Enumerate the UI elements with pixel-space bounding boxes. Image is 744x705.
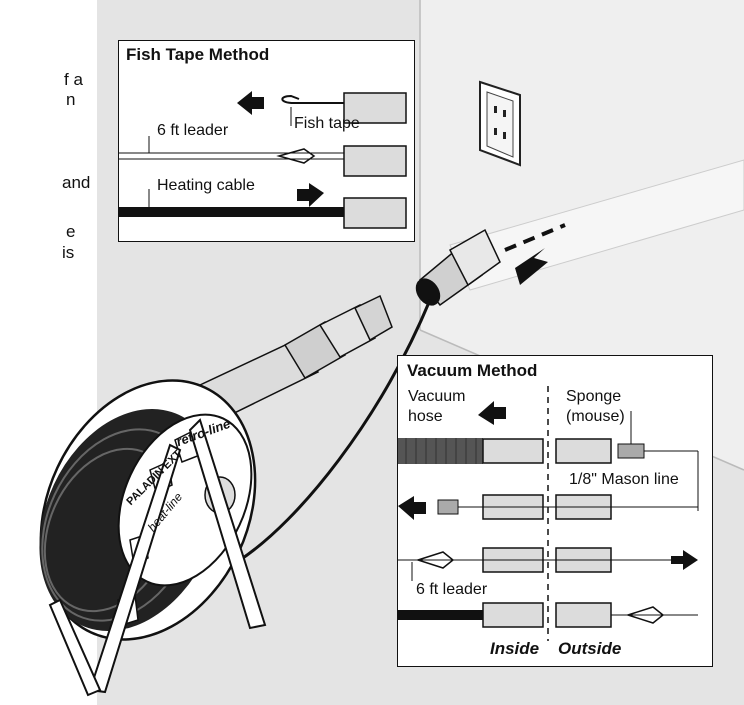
vacuum-hose-label-2: hose [408,408,443,426]
inside-label: Inside [490,639,539,659]
fish-tape-diagram [119,41,414,241]
pipe-segment [344,198,406,228]
left-arrow-icon [237,91,264,115]
heating-cable-bar [398,610,483,620]
vacuum-title: Vacuum Method [407,361,537,381]
right-arrow-icon [297,183,324,207]
vacuum-leader-label: 6 ft leader [416,581,487,599]
heating-cable-label: Heating cable [157,177,255,195]
pipe-segment [556,439,611,463]
fish-tape-panel: Fish Tape Method Fish tape 6 ft leader H… [118,40,415,242]
fish-tape-title: Fish Tape Method [126,45,269,65]
pipe-segment [483,439,543,463]
vacuum-hose [398,438,483,464]
fish-tape-hook [282,96,344,103]
sponge-label-2: (mouse) [566,408,625,426]
right-arrow-icon [671,550,698,570]
pipe-segment [483,603,543,627]
sponge-mouse [618,444,644,458]
pipe-fitting [285,296,392,378]
left-arrow-icon [478,401,506,425]
fish-tape-label: Fish tape [294,115,360,133]
sponge-label-1: Sponge [566,388,621,406]
left-arrow-icon [398,496,426,520]
sponge-mouse [438,500,458,514]
leader-label: 6 ft leader [157,122,228,140]
outlet-icon [480,82,520,165]
leader-hook [279,149,314,163]
pipe-segment [344,146,406,176]
heating-cable-bar [119,207,344,217]
outside-label: Outside [558,639,621,659]
pipe-segment [556,603,611,627]
mason-line-label: 1/8" Mason line [569,471,679,489]
vacuum-panel: Vacuum Method Vacuum hose Sponge (mouse)… [397,355,713,667]
vacuum-hose-label-1: Vacuum [408,388,466,406]
